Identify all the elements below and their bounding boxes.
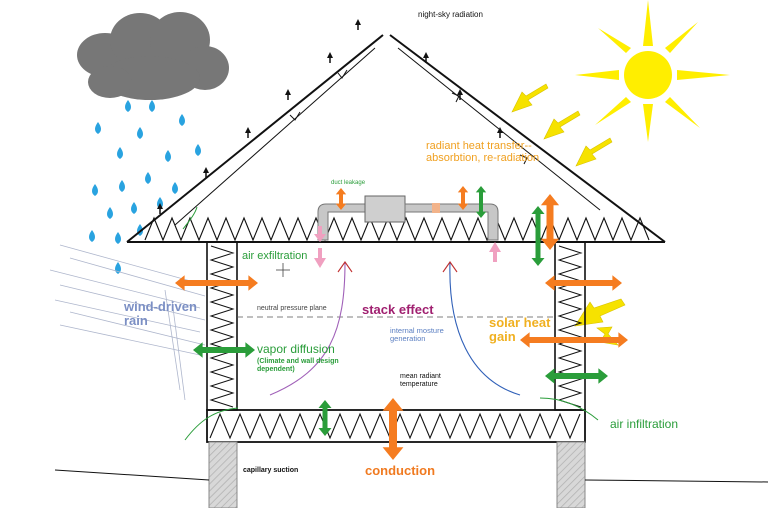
air-exfiltration-label: air exfiltration [242, 250, 308, 262]
solar-heat-gain-label: solar heat gain [489, 315, 551, 345]
rain-drop-icon [117, 147, 123, 159]
sun-icon [575, 0, 730, 142]
rain-drop-icon [137, 127, 143, 139]
night-sky-arrow [423, 52, 429, 63]
heat-arrow-solar [520, 332, 628, 348]
solar-heat-gain-line-1: solar heat [489, 315, 551, 330]
ground-line [54, 469, 768, 483]
air-flow-curves [182, 206, 599, 441]
solar-heat-gain-line-2: gain [489, 329, 516, 345]
night-sky-arrow [497, 127, 503, 138]
internal-moisture-line-2: generation [390, 334, 426, 344]
vapor-diffusion-label: vapor diffusion [257, 342, 335, 356]
left-wall-insulation [209, 245, 235, 408]
moisture-arrow-floor [318, 400, 332, 436]
wind-driven-rain-label: wind-driven rain [124, 299, 197, 329]
rain-drop-icon [107, 207, 113, 219]
night-sky-radiation-arrows [157, 19, 503, 214]
night-sky-arrow [285, 89, 291, 100]
foundation-piers [208, 441, 586, 508]
heat-arrow-right-wall [545, 275, 622, 291]
mean-radiant-temperature-label: mean radiant temperature [400, 373, 441, 388]
moisture-arrow-roof-right [531, 206, 545, 266]
rain-drop-icon [149, 100, 155, 112]
heat-arrow-left-wall [175, 275, 258, 291]
internal-moisture-line-1: internal mosture [390, 326, 444, 335]
night-sky-arrow [327, 52, 333, 63]
duct-leakage-arrows [314, 226, 501, 268]
night-sky-arrow [355, 19, 361, 30]
wind-driven-rain-line-1: wind-driven [124, 299, 197, 314]
moisture-arrow-right-wall [545, 368, 608, 384]
rain-drop-icon [145, 172, 151, 184]
rain-drop-icon [131, 202, 137, 214]
night-sky-arrow [457, 89, 463, 100]
rain-drop-icon [119, 180, 125, 192]
air-infiltration-label: air infiltration [610, 417, 679, 431]
conduction-arrow [382, 398, 404, 460]
conduction-label: conduction [365, 463, 436, 478]
rain-drop-icon [195, 144, 201, 156]
rain-drop-icon [172, 182, 178, 194]
rain-drop-icon [92, 184, 98, 196]
transfer-arrows [175, 186, 628, 460]
rain-drop-icon [115, 232, 121, 244]
wind-driven-rain-line-2: rain [124, 313, 148, 329]
night-sky-arrow [245, 127, 251, 138]
vapor-diffusion-note: (Climate and wall design dependent) [257, 358, 339, 373]
neutral-pressure-plane-label: neutral pressure plane [257, 305, 327, 312]
heat-arrow-attic-left [335, 188, 347, 210]
cloud-icon [77, 12, 229, 100]
internal-moisture-label: internal mosture generation [390, 326, 444, 344]
rain-drop-icon [89, 230, 95, 242]
rain-drop-icon [125, 100, 131, 112]
rain-drops [89, 100, 201, 274]
crosshair-mark [276, 263, 290, 277]
capillary-suction-label: capillary suction [243, 467, 299, 474]
night-sky-radiation-label: night-sky radiation [418, 10, 483, 19]
stack-effect-curves [269, 261, 521, 396]
rain-drop-icon [165, 150, 171, 162]
rain-drop-icon [179, 114, 185, 126]
solar-arrows [511, 83, 626, 346]
right-wall-insulation [557, 245, 583, 408]
radiant-heat-line-1: radiant heat transfer-- [426, 140, 532, 152]
wind-driven-rain-streaks [49, 244, 206, 401]
night-sky-arrow [157, 203, 163, 214]
duct-leakage-label: duct leakage [331, 180, 366, 186]
duct-unit-icon [317, 195, 499, 241]
moisture-arrow-attic [475, 186, 487, 218]
radiant-heat-line-2: absorbtion, re-radiation [426, 152, 540, 165]
stack-effect-label: stack effect [362, 302, 434, 317]
heat-arrow-roof-right [540, 194, 560, 250]
attic-insulation [144, 216, 650, 242]
night-sky-arrow [203, 167, 209, 178]
heat-arrow-attic-right [457, 186, 469, 210]
moisture-arrow-left-wall [193, 342, 255, 358]
radiant-heat-label: radiant heat transfer-- absorbtion, re-r… [426, 140, 539, 164]
rain-drop-icon [95, 122, 101, 134]
